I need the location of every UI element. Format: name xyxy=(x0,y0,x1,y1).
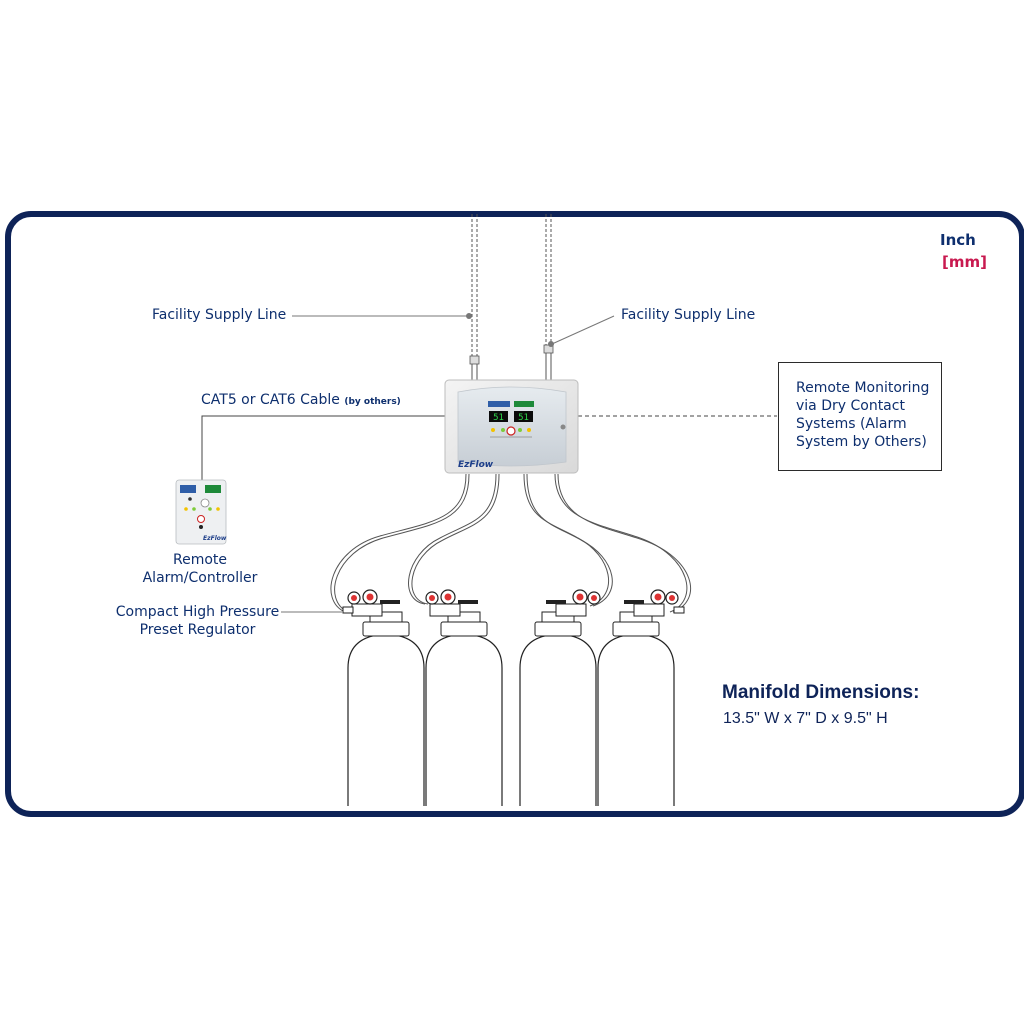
diagram-frame xyxy=(5,211,1024,817)
cable-label: CAT5 or CAT6 Cable (by others) xyxy=(201,391,401,411)
regulator-1 xyxy=(342,589,400,617)
cat-cable-line xyxy=(201,415,445,480)
facility-supply-label-left: Facility Supply Line xyxy=(152,307,287,323)
indicator-led xyxy=(501,428,505,432)
hose-4 xyxy=(554,473,688,613)
hose-1 xyxy=(330,473,467,613)
cable-label-main: CAT5 or CAT6 Cable xyxy=(201,392,345,408)
pipe-fitting-left xyxy=(469,355,480,365)
cylinder-valves xyxy=(362,611,660,637)
indicator-led xyxy=(518,428,522,432)
remote-alarm-unit: EzFlow xyxy=(175,479,227,545)
cylinder-3 xyxy=(519,633,597,806)
indicator-led xyxy=(491,428,495,432)
regulator-label: Compact High Pressure Preset Regulator xyxy=(115,604,280,638)
leader-line-right xyxy=(551,315,615,345)
display-left-value: 51 xyxy=(493,413,504,423)
gas-cylinders xyxy=(347,633,675,806)
hose-3 xyxy=(523,473,609,607)
leader-dot-right xyxy=(548,341,554,347)
facility-supply-pipe-right xyxy=(545,214,552,348)
indicator-led xyxy=(527,428,531,432)
regulator-3 xyxy=(546,589,601,617)
remote-brand: EzFlow xyxy=(203,535,227,542)
hoses xyxy=(330,473,691,613)
dimensions-title: Manifold Dimensions: xyxy=(722,682,920,703)
facility-supply-pipe-left xyxy=(471,214,478,360)
remote-monitoring-label: Remote Monitoring via Dry Contact System… xyxy=(796,380,930,450)
display-left xyxy=(489,411,508,422)
hose-2 xyxy=(408,473,497,605)
unit-mm-label: [mm] xyxy=(942,253,987,271)
unit-inch-label: Inch xyxy=(940,231,976,249)
remote-monitoring-box: Remote Monitoring via Dry Contact System… xyxy=(778,362,942,471)
reset-button[interactable] xyxy=(506,426,516,436)
regulator-4 xyxy=(624,589,685,617)
leader-dot-left xyxy=(466,313,472,319)
cylinder-2 xyxy=(425,633,503,806)
dimensions-value: 13.5" W x 7" D x 9.5" H xyxy=(723,710,888,727)
display-right xyxy=(514,411,533,422)
cylinder-1 xyxy=(347,633,425,806)
remote-alarm-label: Remote Alarm/Controller xyxy=(142,552,258,586)
regulator-2 xyxy=(425,589,478,617)
cable-label-note: (by others) xyxy=(344,397,401,407)
display-right-value: 51 xyxy=(518,413,529,423)
cylinder-4 xyxy=(597,633,675,806)
status-label-right xyxy=(514,401,534,407)
facility-supply-label-right: Facility Supply Line xyxy=(621,307,756,323)
cable-port xyxy=(560,424,566,430)
manifold-unit: 51 51 EzFlow xyxy=(444,379,579,474)
status-label-left xyxy=(488,401,510,407)
regulators xyxy=(342,589,685,617)
manifold-brand: EzFlow xyxy=(458,460,494,470)
